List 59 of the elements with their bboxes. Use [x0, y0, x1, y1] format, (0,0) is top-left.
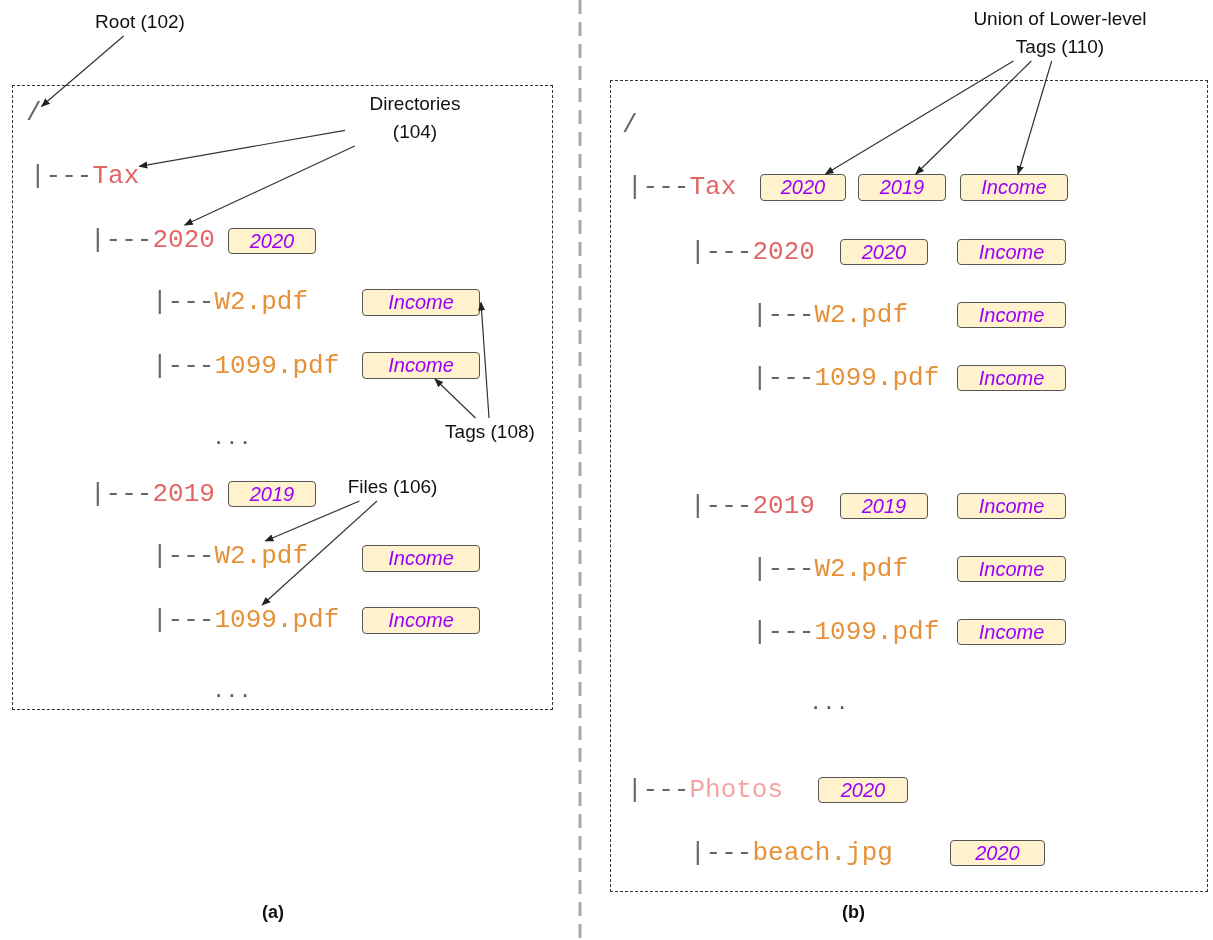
callout-text: Files (106)	[330, 473, 455, 501]
tree-entry: |---1099.pdf	[752, 617, 940, 647]
panel-label: (b)	[842, 902, 865, 923]
dashed-panel	[610, 80, 1208, 892]
callout-text: Tags (108)	[436, 418, 544, 446]
arrow	[183, 145, 356, 226]
tag-label: Income	[960, 174, 1068, 201]
tree-entry: |---Tax	[627, 172, 737, 202]
tag-label: 2020	[228, 228, 316, 254]
tree-entry: /	[622, 110, 638, 140]
arrow	[40, 35, 125, 107]
callout-text: Root (102)	[70, 8, 210, 36]
tag-label: 2020	[950, 840, 1045, 866]
tag-label: 2019	[858, 174, 946, 201]
tree-entry: |---2019	[90, 479, 215, 509]
tag-label: Income	[957, 302, 1066, 328]
tag-label: Income	[957, 493, 1066, 519]
ellipsis: ...	[812, 685, 852, 716]
tree-entry: |---1099.pdf	[152, 605, 340, 635]
tag-label: 2019	[228, 481, 316, 507]
ellipsis: ...	[215, 420, 255, 451]
tag-label: 2020	[840, 239, 928, 265]
tag-label: Income	[362, 289, 480, 316]
tree-entry: |---2019	[690, 491, 815, 521]
tag-label: Income	[362, 607, 480, 634]
tree-entry: |---W2.pdf	[752, 554, 909, 584]
callout-text: Directories (104)	[345, 90, 485, 146]
tree-entry: |---Photos	[627, 775, 784, 805]
tree-entry: |---beach.jpg	[690, 838, 893, 868]
arrow	[824, 60, 1014, 175]
tag-label: Income	[362, 352, 480, 379]
arrow	[1016, 60, 1053, 175]
arrow	[138, 129, 346, 169]
tree-entry: |---W2.pdf	[152, 541, 309, 571]
tree-entry: |---2020	[690, 237, 815, 267]
callout-text: Union of Lower-level Tags (110)	[955, 5, 1165, 61]
tree-entry: |---1099.pdf	[752, 363, 940, 393]
panel-label: (a)	[262, 902, 284, 923]
tag-label: 2020	[760, 174, 846, 201]
arrow	[264, 500, 361, 542]
tree-entry: /	[26, 98, 42, 128]
arrow	[915, 60, 1032, 175]
tag-label: Income	[957, 556, 1066, 582]
tree-entry: |---W2.pdf	[752, 300, 909, 330]
tree-entry: |---2020	[90, 225, 215, 255]
arrow	[434, 378, 477, 419]
tag-label: Income	[957, 365, 1066, 391]
tag-label: Income	[362, 545, 480, 572]
tag-label: 2020	[818, 777, 908, 803]
ellipsis: ...	[215, 673, 255, 704]
arrow	[477, 301, 490, 419]
tree-entry: |---W2.pdf	[152, 287, 309, 317]
tree-entry: |---Tax	[30, 161, 140, 191]
tree-entry: |---1099.pdf	[152, 351, 340, 381]
tag-label: Income	[957, 239, 1066, 265]
dashed-panel	[12, 85, 553, 710]
tag-label: Income	[957, 619, 1066, 645]
arrow	[261, 500, 378, 606]
tag-label: 2019	[840, 493, 928, 519]
